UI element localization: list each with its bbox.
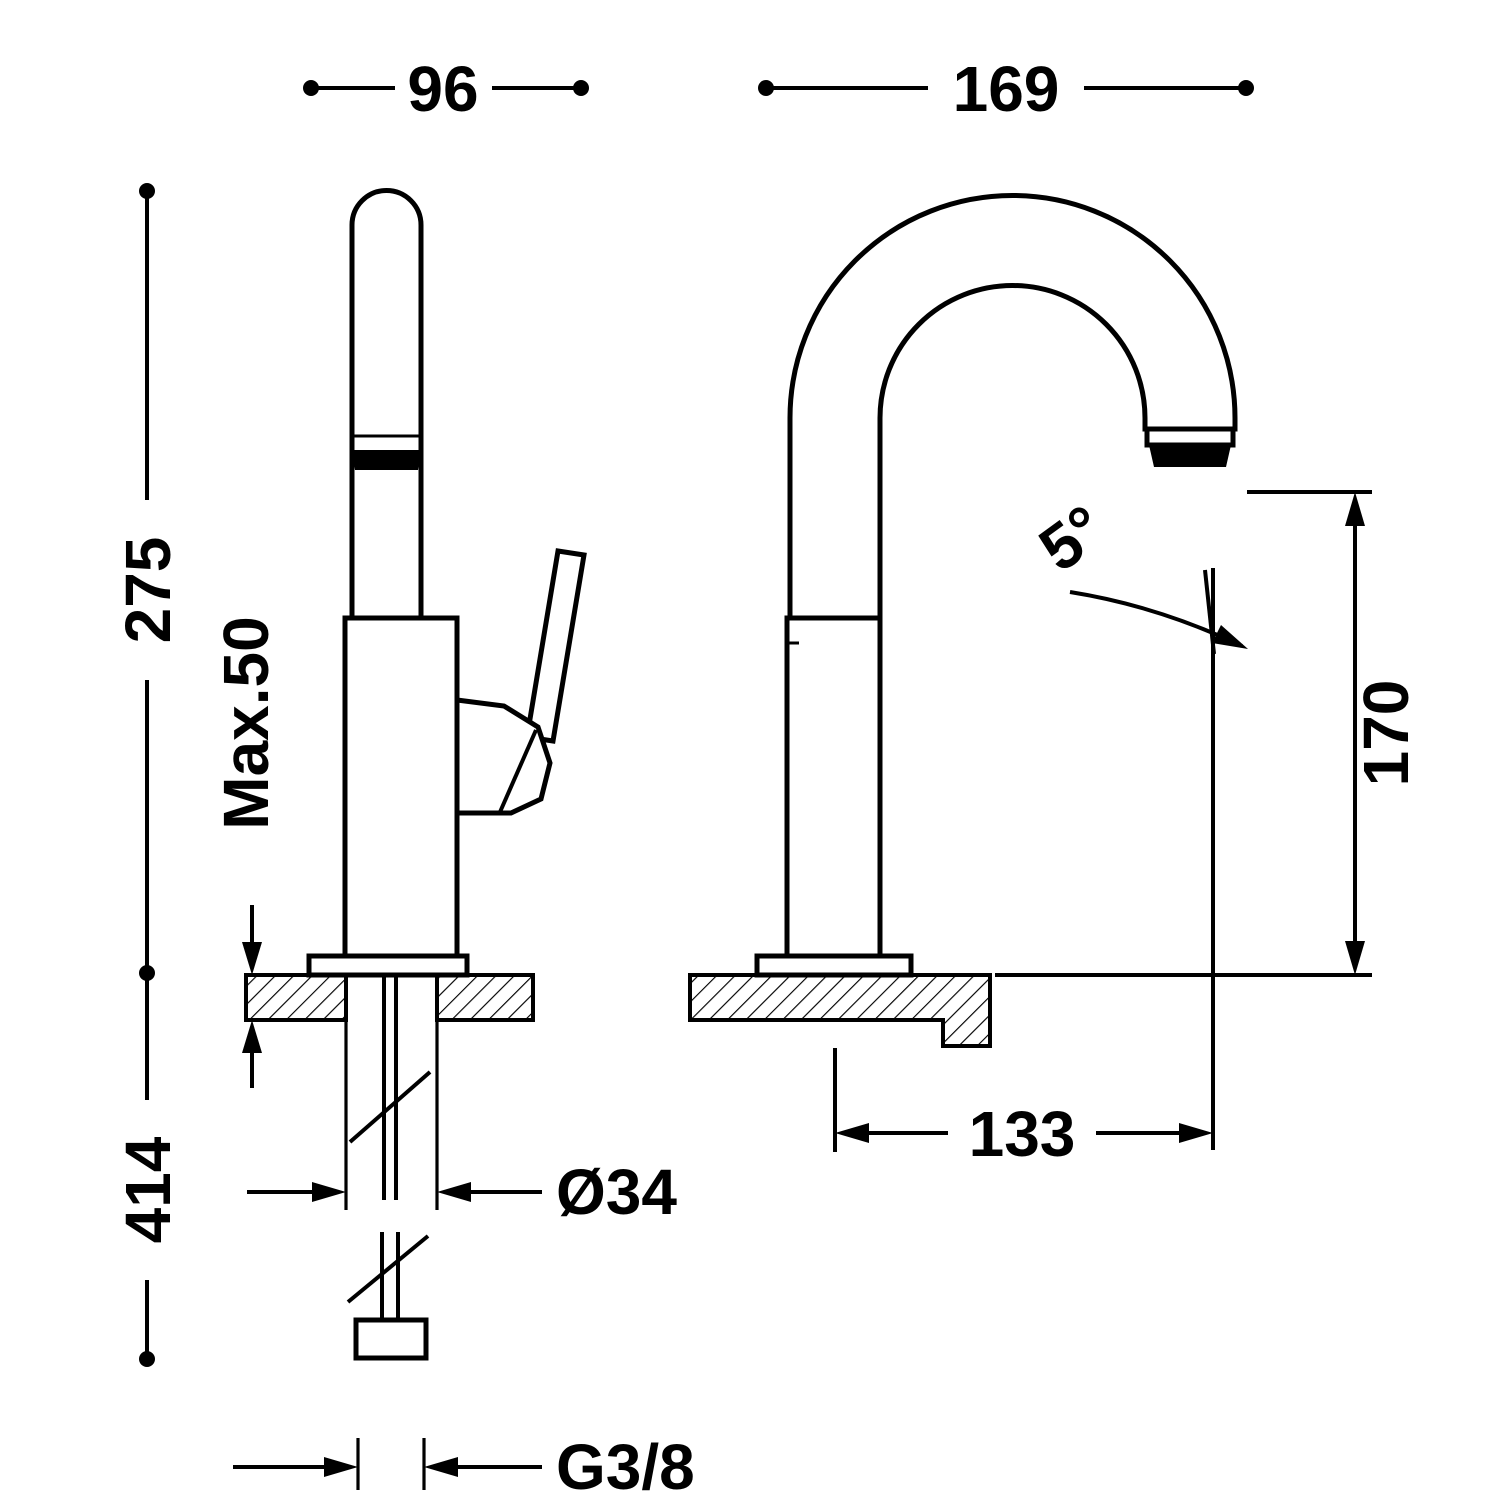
side-view — [244, 188, 587, 1361]
base-flange-front — [754, 953, 914, 978]
dim-inlet-thread: G3/8 — [233, 1431, 695, 1500]
dimensions: 96 169 275 414 Max.50 — [112, 53, 1422, 1500]
dim-hole-diameter: Ø34 — [247, 1022, 677, 1228]
arrow-right — [312, 1182, 346, 1202]
dim-outlet-height: 170 — [995, 490, 1422, 977]
dim-label-spout-reach: 133 — [969, 1098, 1076, 1170]
dim-label-max-deck-thickness: Max.50 — [210, 616, 282, 829]
arrow-down — [1345, 941, 1365, 975]
arrow-up — [1345, 492, 1365, 526]
dim-label-overall-width: 169 — [953, 53, 1060, 125]
hose-break-line — [348, 1070, 432, 1144]
faucet-riser — [349, 188, 424, 620]
base-flange-side — [306, 953, 470, 978]
faucet-body-front — [784, 615, 883, 961]
hose-break-line — [346, 1234, 430, 1304]
arrow-down — [242, 942, 262, 975]
aerator-band — [1149, 445, 1231, 467]
faucet-body-side — [342, 615, 460, 961]
arrow-right — [1179, 1123, 1213, 1143]
tilted-axis-line — [1203, 569, 1216, 655]
curved-spout — [787, 193, 1238, 621]
dim-spout-angle: 5° — [1026, 491, 1248, 1150]
dim-label-spout-angle: 5° — [1026, 491, 1118, 585]
deck-left-section — [244, 973, 348, 1022]
dim-label-inlet-thread: G3/8 — [556, 1431, 695, 1500]
dim-height-above-deck: 275 — [112, 183, 184, 981]
dim-height-below-deck: 414 — [112, 973, 184, 1367]
dim-label-hole-diameter: Ø34 — [556, 1156, 677, 1228]
dim-overall-depth: 96 — [303, 53, 589, 125]
dim-overall-width: 169 — [758, 53, 1254, 125]
dim-label-outlet-height: 170 — [1350, 680, 1422, 787]
deck-front-view — [688, 973, 992, 1048]
handle-lever — [524, 548, 587, 744]
arrow-left — [437, 1182, 471, 1202]
handle-housing-cut-line — [498, 729, 538, 813]
handle-housing — [454, 697, 553, 816]
riser-aerator-band — [352, 450, 421, 470]
inlet-fitting — [353, 1317, 429, 1361]
aerator-collar — [1144, 426, 1236, 448]
deck-right-section — [435, 973, 535, 1022]
dim-max-deck-thickness: Max.50 — [210, 616, 282, 1088]
front-view — [688, 193, 1238, 1048]
arrow-left — [835, 1123, 869, 1143]
arrow-right — [324, 1457, 358, 1477]
arrow-arc-end — [1212, 625, 1248, 649]
dim-spout-reach: 133 — [833, 1048, 1213, 1170]
arrow-up — [242, 1020, 262, 1053]
arrow-left — [424, 1457, 458, 1477]
dim-label-overall-depth: 96 — [407, 53, 478, 125]
dim-label-height-below-deck: 414 — [112, 1136, 184, 1243]
dim-label-height-above-deck: 275 — [112, 537, 184, 644]
